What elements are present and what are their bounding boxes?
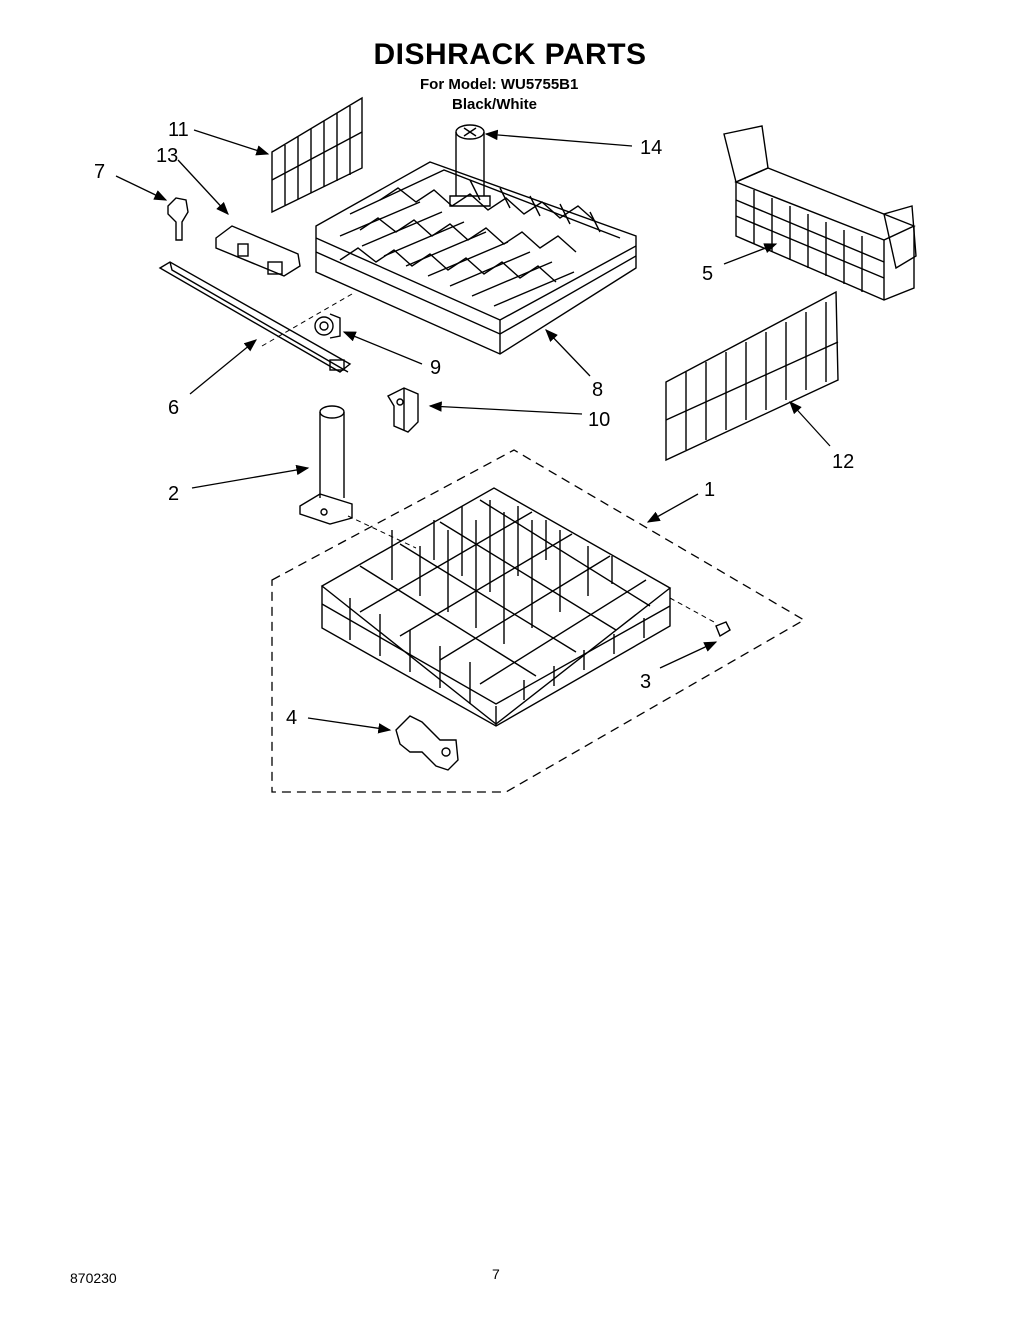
part-7-clip	[167, 197, 189, 241]
document-number: 870230	[70, 1270, 117, 1286]
leader-9	[342, 331, 423, 365]
part-8-upper-rack	[315, 161, 637, 355]
dashed-link-side	[669, 597, 715, 623]
page-number: 7	[492, 1266, 500, 1282]
callout-7: 7	[94, 161, 105, 183]
leader-14	[484, 129, 633, 147]
callout-2: 2	[168, 483, 179, 505]
callout-10: 10	[588, 409, 610, 431]
color-line: Black/White	[452, 96, 538, 113]
leader-5	[723, 243, 778, 265]
part-3-cap	[715, 621, 731, 638]
leader-3	[659, 641, 718, 669]
leader-2	[191, 464, 310, 489]
leader-12	[789, 401, 831, 447]
leader-8	[545, 329, 591, 377]
part-4-wheel-mount	[395, 715, 459, 771]
page-title: DISHRACK PARTS	[373, 38, 647, 71]
model-line: For Model: WU5755B1	[420, 76, 579, 93]
callout-1: 1	[704, 479, 715, 501]
leader-10	[428, 401, 583, 415]
dashed-link-lower	[347, 515, 417, 549]
part-10-bracket	[387, 387, 419, 433]
callout-5: 5	[702, 263, 713, 285]
part-14-upper-spray-tube	[449, 124, 491, 207]
part-12-tine-row	[665, 290, 839, 462]
callout-12: 12	[832, 451, 854, 473]
callout-11: 11	[168, 119, 189, 141]
leader-7	[115, 175, 168, 201]
dashed-link-upper	[261, 293, 353, 347]
callout-14: 14	[640, 137, 662, 159]
leader-11	[193, 129, 270, 156]
part-5-silverware-basket	[723, 125, 917, 301]
callout-3: 3	[640, 671, 651, 693]
leader-1	[646, 493, 699, 523]
part-11-tine-row	[271, 96, 363, 214]
part-13-track-stop	[215, 225, 301, 277]
callout-6: 6	[168, 397, 179, 419]
part-1-lower-rack	[320, 487, 672, 727]
assembly-outline-dashed	[271, 449, 806, 793]
leader-4	[307, 717, 392, 734]
callout-8: 8	[592, 379, 603, 401]
callout-13: 13	[156, 145, 178, 167]
part-9-roller	[314, 313, 341, 339]
callout-9: 9	[430, 357, 441, 379]
leader-6	[189, 339, 258, 395]
callout-4: 4	[286, 707, 297, 729]
leader-13	[177, 159, 229, 215]
part-2-lower-spray-tube	[299, 405, 353, 525]
part-6-rail	[158, 261, 352, 373]
